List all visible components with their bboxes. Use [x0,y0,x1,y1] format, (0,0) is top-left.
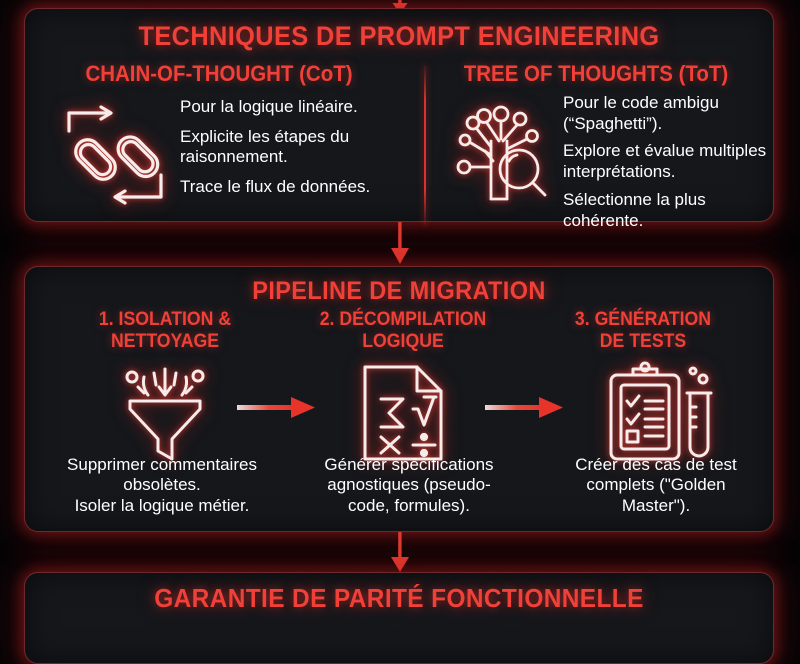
tot-line-3: Sélectionne la plus cohérente. [563,189,706,230]
step-2-desc-line-1: Générer spécifications [324,455,494,474]
step-2-desc-line-3: code, formules). [348,495,470,515]
infographic-stage: TECHNIQUES DE PROMPT ENGINEERING CHAIN-O… [24,0,774,664]
step-2-title: 2. DÉCOMPILATION LOGIQUE [291,309,514,353]
step-2-title-line-2: LOGIQUE [362,330,444,352]
cot-description: Pour la logique linéaire. Explicite les … [180,97,408,207]
step-1-desc-line-2: obsolètes. [123,475,201,495]
pipeline-card: PIPELINE DE MIGRATION 1. ISOLATION & NET… [24,266,774,532]
techniques-card: TECHNIQUES DE PROMPT ENGINEERING CHAIN-O… [24,8,774,230]
step-1-title-line-2: NETTOYAGE [110,330,220,352]
arrow-right-icon-step-1-to-2 [237,397,315,418]
cot-line-1: Pour la logique linéaire. [180,97,358,116]
guarantee-title: GARANTIE DE PARITÉ FONCTIONNELLE [154,583,644,613]
pipeline-title: PIPELINE DE MIGRATION [252,277,546,305]
math-document-icon [363,365,443,461]
guarantee-card: GARANTIE DE PARITÉ FONCTIONNELLE [24,572,774,664]
step-3-description: Créer des cas de test complets ("Golden … [545,455,767,516]
clipboard-testtube-icon [609,361,713,461]
tot-title: TREE OF THOUGHTS (ToT) [463,61,729,86]
step-1-title: 1. ISOLATION & NETTOYAGE [53,309,276,353]
tree-search-icon [456,105,547,201]
tot-description: Pour le code ambigu (“Spaghetti”). Explo… [563,93,785,238]
tot-line-2: Explore et évalue multiples interprétati… [563,141,767,182]
funnel-icon [125,367,205,461]
step-3-title-line-1: 3. GÉNÉRATION [574,309,712,330]
arrow-right-icon-step-2-to-3 [485,397,563,418]
step-3-desc-line-3: Master"). [621,495,691,515]
techniques-divider [424,65,426,225]
cot-line-2: Explicite les étapes du raisonnement. [180,126,350,167]
cot-line-3: Trace le flux de données. [180,177,371,197]
step-1-title-line-1: 1. ISOLATION & [98,309,232,330]
step-2-description: Générer spécifications agnostiques (pseu… [287,455,531,516]
arrow-down-icon-pipeline-to-guarantee [391,532,409,572]
step-1-desc-line-1: Supprimer commentaires [67,455,257,474]
arrow-down-icon-techniques-to-pipeline [391,222,409,264]
step-3-title-line-2: DE TESTS [599,330,687,352]
cot-title: CHAIN-OF-THOUGHT (CoT) [85,61,353,86]
step-3-desc-line-2: complets ("Golden [586,475,726,495]
step-1-description: Supprimer commentaires obsolètes. Isoler… [33,455,291,516]
techniques-title: TECHNIQUES DE PROMPT ENGINEERING [138,21,660,51]
step-2-title-line-1: 2. DÉCOMPILATION [319,309,487,330]
step-2-desc-line-2: agnostiques (pseudo- [327,475,491,495]
tot-line-1: Pour le code ambigu (“Spaghetti”). [563,93,719,133]
step-3-title: 3. GÉNÉRATION DE TESTS [533,309,752,353]
step-1-desc-line-3: Isoler la logique métier. [74,495,250,515]
chain-link-icon [67,105,163,205]
step-3-desc-line-1: Créer des cas de test [575,455,737,474]
